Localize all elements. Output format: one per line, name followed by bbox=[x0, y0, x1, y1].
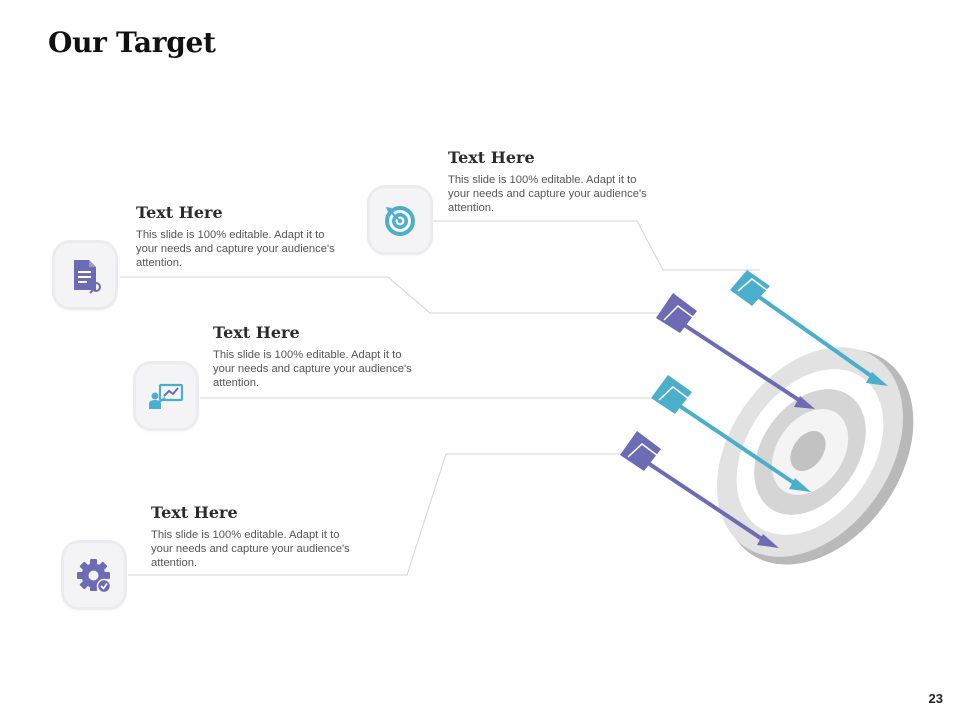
arrow-purple-bottom bbox=[620, 431, 779, 548]
connector-line-1 bbox=[432, 220, 760, 271]
text-block-3: Text Here This slide is 100% editable. A… bbox=[213, 323, 413, 390]
connector-lines bbox=[120, 220, 760, 576]
text-block-body: This slide is 100% editable. Adapt it to… bbox=[151, 529, 350, 569]
icon-tile-target bbox=[370, 188, 430, 252]
arrows bbox=[620, 270, 888, 548]
arrow-purple-upper bbox=[656, 293, 815, 409]
text-block-heading: Text Here bbox=[213, 323, 300, 342]
text-block-body: This slide is 100% editable. Adapt it to… bbox=[136, 229, 335, 269]
text-block-2: Text Here This slide is 100% editable. A… bbox=[136, 203, 336, 270]
text-block-heading: Text Here bbox=[151, 503, 238, 522]
text-block-1: Text Here This slide is 100% editable. A… bbox=[448, 148, 648, 215]
document-icon bbox=[74, 260, 101, 294]
text-block-4: Text Here This slide is 100% editable. A… bbox=[151, 503, 351, 570]
text-block-heading: Text Here bbox=[448, 148, 535, 167]
text-block-body: This slide is 100% editable. Adapt it to… bbox=[448, 174, 647, 214]
slide-title: Our Target bbox=[48, 26, 216, 59]
dartboard-bullseye bbox=[790, 431, 826, 471]
presentation-icon bbox=[149, 383, 184, 409]
connector-line-2 bbox=[120, 276, 675, 314]
arrow-teal-lower bbox=[651, 375, 811, 492]
connector-line-4 bbox=[128, 453, 640, 576]
icon-tile-document bbox=[55, 243, 115, 307]
icon-tile-gear bbox=[64, 543, 124, 607]
target-icon bbox=[385, 206, 415, 236]
icon-tile-presentation bbox=[136, 364, 196, 428]
arrow-teal-top bbox=[730, 270, 888, 386]
dartboard bbox=[717, 347, 914, 565]
text-block-heading: Text Here bbox=[136, 203, 223, 222]
text-block-body: This slide is 100% editable. Adapt it to… bbox=[213, 349, 412, 389]
gear-check-icon bbox=[77, 559, 112, 594]
page-number: 23 bbox=[928, 691, 943, 706]
